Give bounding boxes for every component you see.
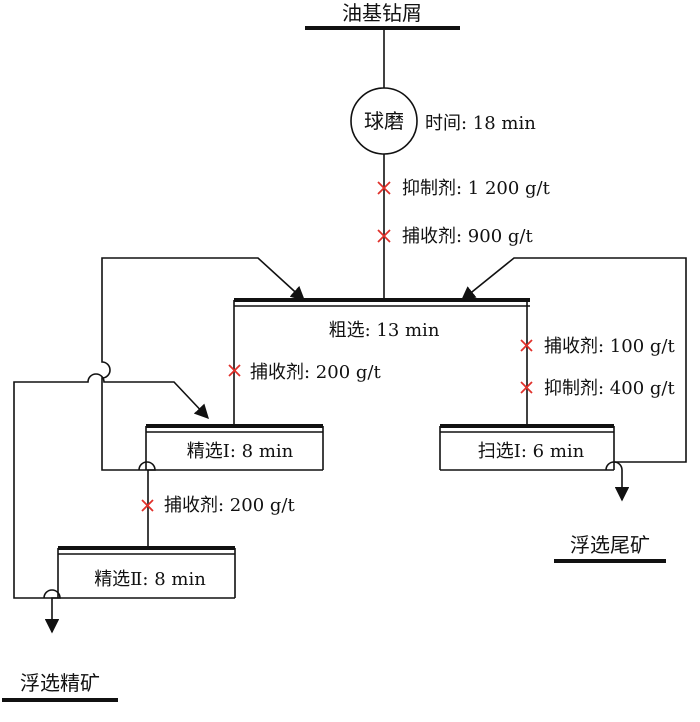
cleaner2-cell <box>57 546 236 599</box>
dosing-mark <box>377 181 391 195</box>
dosing-collector-1: 捕收剂: 900 g/t <box>402 226 533 247</box>
dosing-collector-scav: 捕收剂: 100 g/t <box>544 336 675 357</box>
concentrate-label: 浮选精矿 <box>20 671 100 695</box>
dosing-depressant-1: 抑制剂: 1 200 g/t <box>402 178 551 199</box>
dosing-mark <box>377 229 391 243</box>
tailings-label: 浮选尾矿 <box>570 533 650 557</box>
rougher-cell <box>233 298 530 426</box>
dosing-mark <box>228 364 241 377</box>
concentrate-arrow <box>43 589 61 634</box>
scavenger1-label: 扫选Ⅰ: 6 min <box>478 441 585 462</box>
cleaner1-to-cleaner2-line <box>138 461 156 548</box>
cleaner1-cell <box>145 424 324 471</box>
scavenger1-cell <box>439 424 615 471</box>
dosing-mark <box>520 381 533 394</box>
cleaner2-label: 精选Ⅱ: 8 min <box>94 569 206 590</box>
feed-label: 油基钻屑 <box>342 1 422 25</box>
cleaner2-recycle-line <box>13 373 209 599</box>
dosing-mark <box>520 339 533 352</box>
dosing-mark <box>141 499 154 512</box>
dosing-collector-cleaner2: 捕收剂: 200 g/t <box>164 495 295 516</box>
ball-mill-label: 球磨 <box>364 109 404 133</box>
cleaner1-label: 精选Ⅰ: 8 min <box>187 441 294 462</box>
rougher-label: 粗选: 13 min <box>329 320 440 341</box>
dosing-depressant-scav: 抑制剂: 400 g/t <box>544 378 675 399</box>
dosing-collector-cleaner1: 捕收剂: 200 g/t <box>250 362 381 383</box>
mill-time-label: 时间: 18 min <box>425 113 536 134</box>
scavenger-recycle-line <box>460 257 687 463</box>
